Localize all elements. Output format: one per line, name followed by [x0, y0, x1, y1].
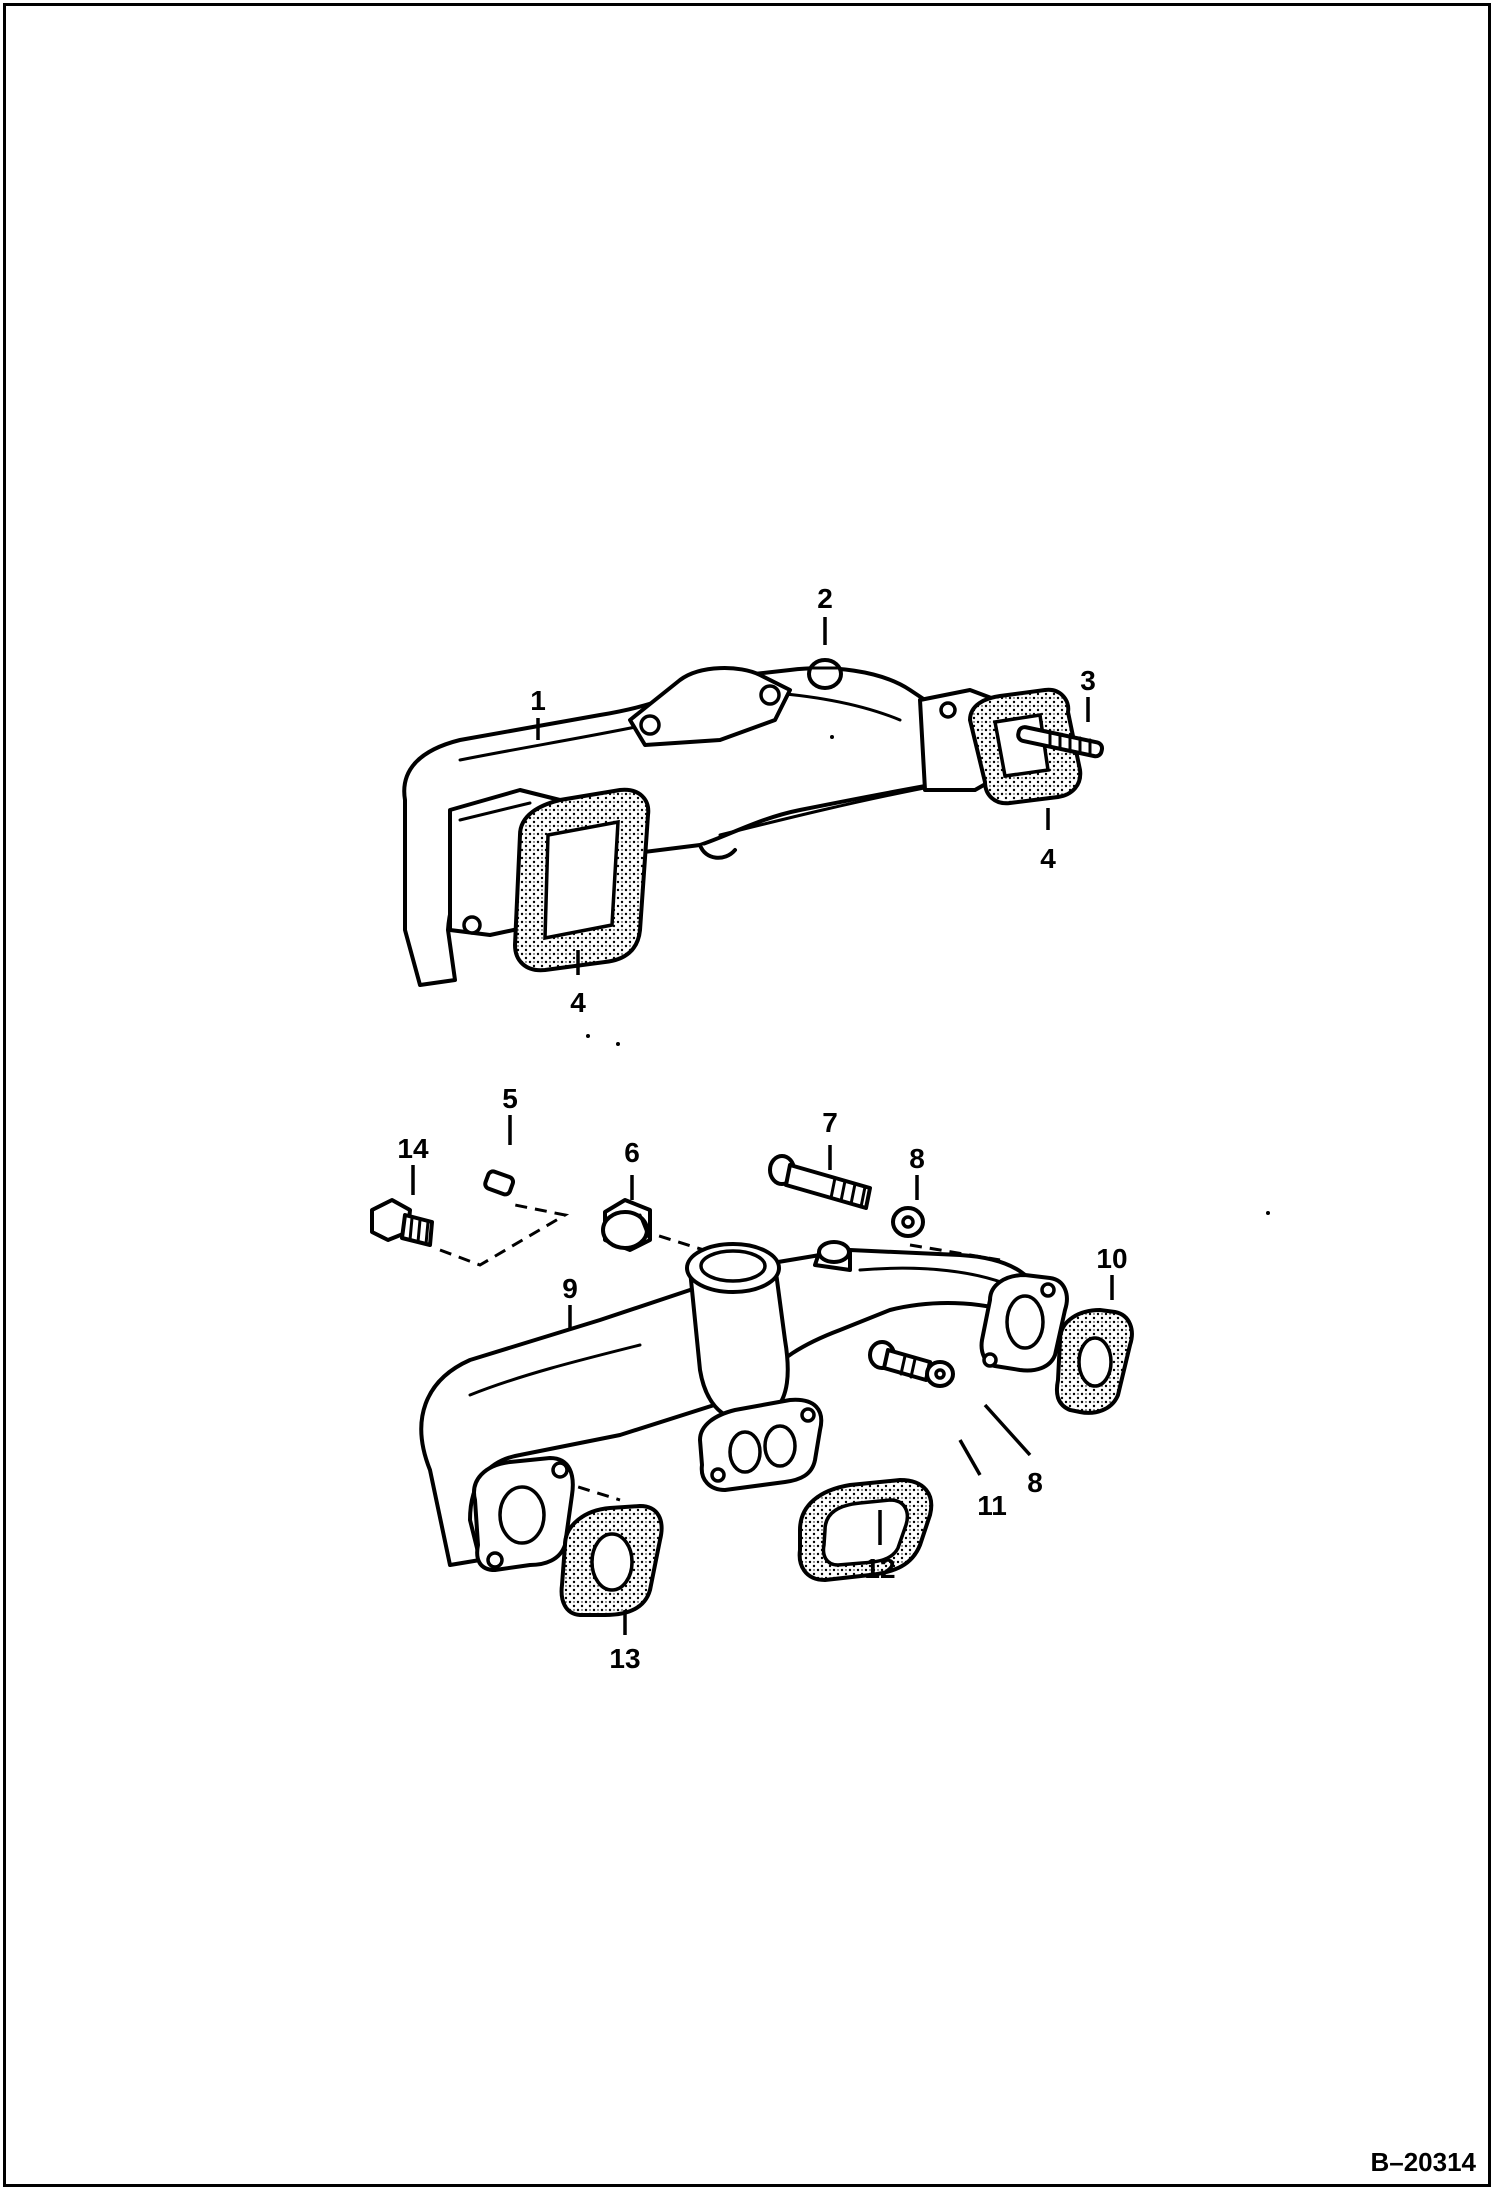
bolt-11 [868, 1340, 932, 1382]
upper-manifold-assembly [402, 658, 1105, 987]
callout-10: 10 [1096, 1243, 1127, 1274]
nut-8-lower [925, 1360, 955, 1388]
callout-6: 6 [624, 1137, 640, 1168]
callout-1: 1 [530, 685, 546, 716]
upper-center-flange [628, 666, 792, 747]
callout-8-upper: 8 [909, 1143, 925, 1174]
callout-leaders [411, 617, 1114, 1635]
callout-5: 5 [502, 1083, 518, 1114]
callout-4-right: 4 [1040, 843, 1056, 874]
lower-manifold-assembly [370, 1154, 1134, 1617]
bolt-7 [768, 1154, 872, 1210]
callout-4-left: 4 [570, 987, 586, 1018]
callout-3: 3 [1080, 665, 1096, 696]
plug-upper [807, 658, 843, 690]
callout-9: 9 [562, 1273, 578, 1304]
callout-labels: 1 2 3 4 4 5 6 7 8 8 9 10 11 12 13 14 [397, 583, 1127, 1674]
lower-manifold-body [419, 1248, 1042, 1567]
callout-12: 12 [864, 1553, 895, 1584]
callout-2: 2 [817, 583, 833, 614]
diagram-frame [3, 3, 1491, 2187]
fitting-14 [370, 1198, 434, 1247]
callout-14: 14 [397, 1133, 429, 1164]
plug-5 [483, 1169, 516, 1197]
plug-6 [601, 1198, 652, 1252]
nut-8-upper [891, 1206, 925, 1238]
figure-reference-number: B–20314 [1370, 2147, 1476, 2177]
callout-13: 13 [609, 1643, 640, 1674]
callout-8-lower: 8 [1027, 1467, 1043, 1498]
stud [1016, 725, 1105, 759]
callout-7: 7 [822, 1107, 838, 1138]
callout-11: 11 [977, 1490, 1007, 1521]
